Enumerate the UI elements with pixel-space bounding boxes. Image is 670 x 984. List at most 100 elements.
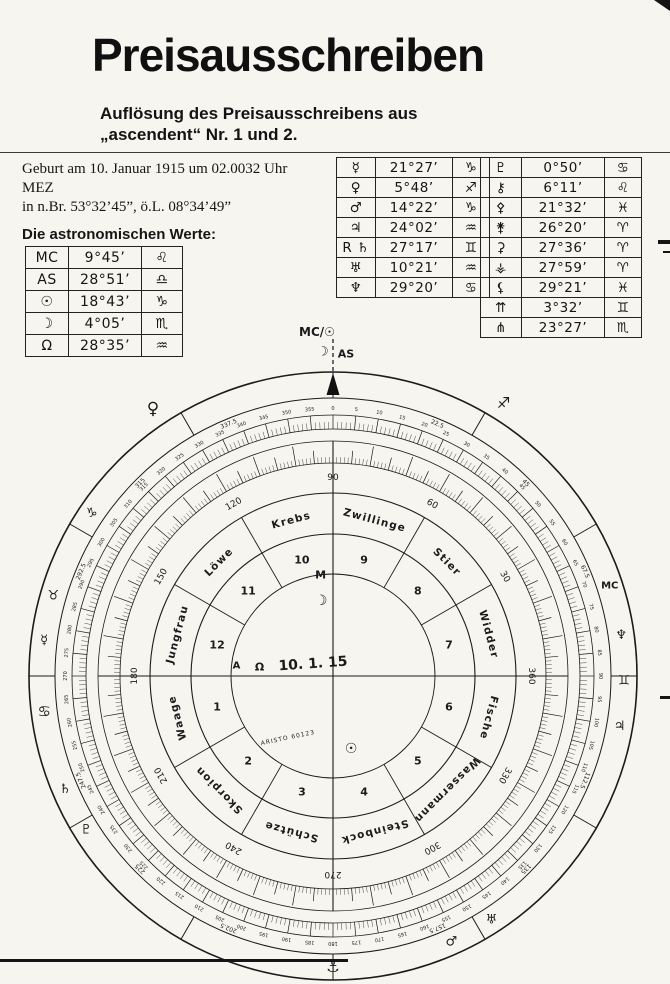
tick-inner — [500, 541, 506, 546]
tick-outer — [504, 853, 510, 859]
tick-inner — [123, 738, 130, 741]
subtitle: Auflösung des Preisausschreibens aus „as… — [100, 103, 417, 145]
tick-inner — [131, 782, 149, 793]
tick-outer — [550, 556, 558, 561]
tick-outer — [409, 434, 412, 442]
tick-outer — [507, 491, 518, 502]
glyph-cell: ♆ — [336, 277, 376, 298]
tick-outer — [362, 921, 365, 929]
tick-outer — [217, 449, 222, 457]
rim-planet-marker: ♐ — [497, 394, 510, 412]
tick-inner — [463, 503, 468, 509]
tick-inner — [416, 871, 419, 878]
tick-outer — [504, 493, 510, 499]
value-cell: 9°45’ — [68, 246, 142, 269]
tick-outer — [396, 914, 401, 929]
tick-outer — [162, 487, 168, 493]
tick-inner — [160, 806, 166, 811]
value-cell: 26°20’ — [521, 217, 605, 238]
tick-outer — [91, 597, 99, 600]
tick-outer — [358, 921, 360, 929]
tick-outer — [117, 806, 124, 811]
tick-outer — [577, 640, 585, 642]
tick-outer — [119, 817, 131, 826]
tick-outer — [279, 427, 282, 435]
value-cell: 28°51’ — [68, 268, 142, 291]
tick-inner — [409, 874, 412, 881]
transneptune-positions-table: ♇0°50’♋⚷6°11’♌⚴21°32’♓⚵26°20’♈⚳27°36’♈⚶2… — [480, 157, 642, 338]
tick-inner — [362, 459, 364, 466]
tick-outer — [572, 614, 580, 617]
tick-inner — [114, 617, 128, 622]
tick-outer — [156, 493, 162, 499]
wheel-degree-label: 100 — [592, 717, 600, 727]
tick-outer — [354, 922, 357, 937]
tick-inner — [103, 635, 124, 640]
tick-outer — [425, 904, 429, 912]
tick-inner — [405, 876, 414, 896]
tick-outer — [135, 831, 142, 837]
wheel-house-number: 11 — [240, 585, 255, 598]
tick-inner — [287, 884, 289, 891]
tick-outer — [367, 424, 369, 432]
tick-outer — [488, 867, 494, 874]
tick-outer — [262, 431, 266, 439]
tick-inner — [243, 475, 247, 482]
tick-inner — [528, 590, 535, 593]
wheel-degree-label: 220 — [156, 875, 167, 886]
tick-inner — [511, 791, 517, 796]
tick-inner — [128, 752, 135, 755]
wheel-sign-label: Steinbock — [340, 817, 410, 847]
tick-outer — [572, 735, 580, 738]
wheel-degree-label: 270 — [63, 671, 69, 681]
tick-outer — [183, 875, 188, 882]
table-row: ⇈3°32’♊ — [480, 297, 642, 318]
tick-outer — [478, 875, 483, 882]
tick-outer — [258, 433, 261, 440]
tick-inner — [395, 466, 398, 473]
tick-inner — [534, 604, 541, 607]
tick-inner — [124, 741, 131, 744]
tick-inner — [466, 505, 471, 511]
tick-outer — [202, 449, 210, 463]
tick-inner — [445, 856, 450, 862]
tick-inner — [351, 888, 354, 902]
tick-inner — [419, 870, 423, 877]
rim-sector-line — [573, 814, 597, 829]
wheel-degree-label: 120 — [559, 804, 569, 815]
tick-inner — [131, 559, 149, 570]
tick-outer — [106, 560, 114, 565]
tick-inner — [180, 829, 186, 834]
tick-outer — [82, 636, 90, 638]
tick-outer — [148, 850, 159, 861]
tick-outer — [176, 475, 182, 482]
rim-planet-marker: ♀ — [147, 399, 159, 419]
wheel-degree-label: 315 — [139, 482, 150, 493]
wheel-degree-label: 225 — [139, 859, 150, 870]
tick-outer — [80, 608, 95, 613]
tick-outer — [284, 918, 287, 926]
rim-planet-marker: ♂ — [446, 934, 458, 949]
tick-inner — [268, 466, 271, 473]
tick-inner — [491, 529, 496, 534]
tick-inner — [201, 500, 205, 507]
tick-inner — [491, 818, 496, 823]
tick-inner — [509, 794, 515, 799]
rim-sector-line — [471, 412, 486, 436]
tick-outer — [392, 915, 395, 923]
sign-sector-line — [421, 726, 492, 768]
tick-outer — [441, 897, 445, 905]
tick-inner — [391, 465, 394, 472]
glyph-cell: MC — [25, 246, 69, 269]
wheel-degree-label: 70 — [580, 581, 588, 589]
tick-outer — [179, 873, 185, 879]
sign-sector-line — [174, 726, 245, 768]
tick-outer — [110, 795, 118, 800]
tick-outer — [209, 891, 214, 899]
inner-mark: Ω — [255, 660, 265, 673]
tick-inner — [203, 850, 212, 862]
tick-inner — [292, 446, 297, 467]
value-cell: 0°50’ — [521, 157, 605, 178]
tick-inner — [119, 626, 126, 629]
tick-inner — [220, 858, 224, 864]
